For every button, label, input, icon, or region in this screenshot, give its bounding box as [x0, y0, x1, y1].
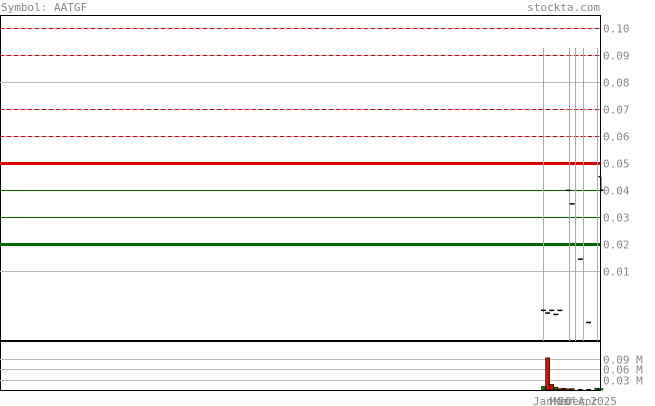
volume-bar — [549, 384, 555, 391]
volume-bar — [553, 386, 559, 391]
symbol-label: Symbol: AATGF — [1, 1, 87, 14]
volume-bar — [578, 388, 583, 391]
ohlc-bar — [569, 203, 575, 205]
ohlc-bar — [598, 176, 604, 192]
price-tick-label: 0.03 — [603, 212, 630, 225]
price-tick-label: 0.10 — [603, 23, 630, 36]
volume-bar — [598, 388, 604, 391]
volume-bar — [569, 388, 575, 391]
ohlc-bar — [549, 309, 555, 312]
price-tick-label: 0.06 — [603, 131, 630, 144]
x-tick-label: Jul — [558, 395, 578, 406]
volume-frame — [0, 341, 601, 391]
price-tick-label: 0.07 — [603, 104, 630, 117]
x-tick-label: Mar — [549, 395, 569, 406]
volume-bar — [545, 357, 550, 391]
volume-bar — [565, 388, 571, 391]
volume-tick-label: 0.03 M — [603, 375, 643, 388]
price-tick-label: 0.09 — [603, 50, 630, 63]
price-tick-label: 0.02 — [603, 239, 630, 252]
site-label[interactable]: stockta.com — [527, 1, 600, 14]
volume-tick-label: 0.09 M — [603, 354, 643, 367]
price-tick-label: 0.05 — [603, 158, 630, 171]
price-tick-label: 0.01 — [603, 266, 630, 279]
price-frame — [0, 15, 601, 341]
ohlc-bar — [577, 258, 583, 261]
price-tick-label: 0.04 — [603, 185, 630, 198]
x-tick-label: Jan — [533, 395, 553, 406]
ohlc-bar — [541, 309, 546, 312]
volume-bar — [557, 388, 563, 391]
volume-bar — [594, 387, 600, 391]
price-panel: 0.10 0.09 0.08 0.07 0.06 0.05 0.04 0.03 0.02 0.01 — [0, 15, 630, 390]
x-tick-label: 2025 — [590, 395, 617, 406]
volume-bar — [561, 387, 567, 391]
ohlc-bar — [545, 312, 551, 315]
price-tick-label: 0.08 — [603, 77, 630, 90]
ohlc-bar — [553, 313, 559, 316]
x-tick-label: Mar — [554, 395, 574, 406]
ohlc-bar — [565, 189, 571, 192]
x-tick-label: Apr — [578, 395, 598, 406]
volume-tick-label: 0.06 M — [603, 364, 643, 377]
x-tick-label: Dec — [566, 395, 586, 406]
volume-panel: 0.09 M0.06 M0.03 M — [0, 341, 643, 391]
volume-bar — [541, 386, 546, 391]
ohlc-bar — [586, 321, 592, 324]
volume-bar — [586, 388, 591, 391]
ohlc-bar — [557, 309, 563, 312]
